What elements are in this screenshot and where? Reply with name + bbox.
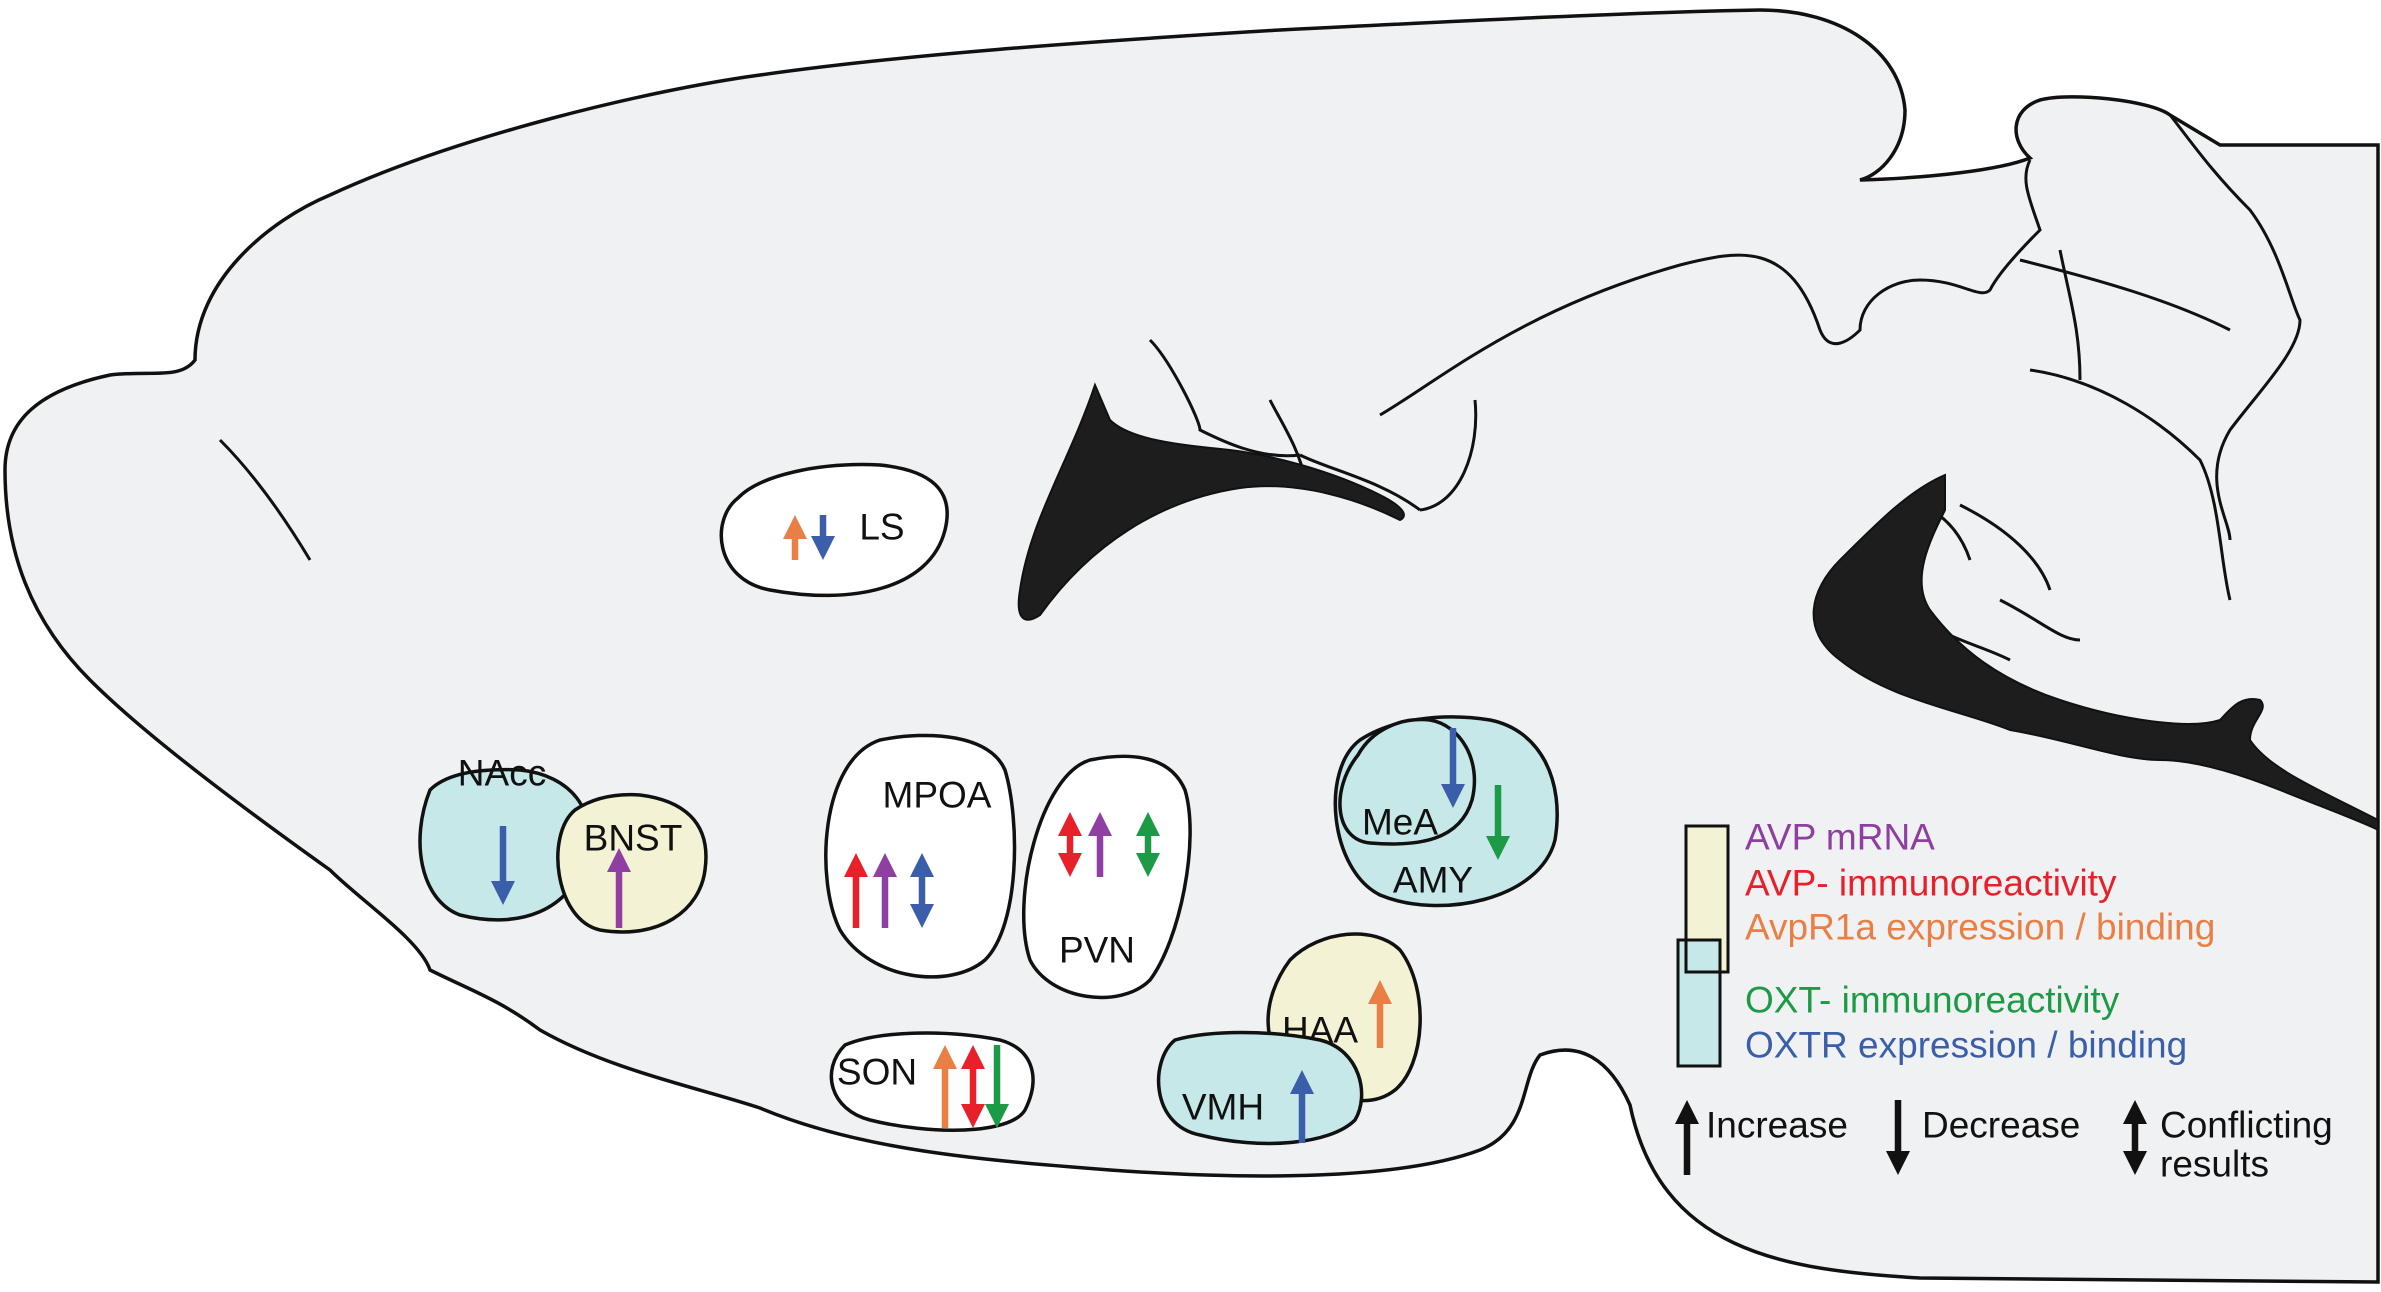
legend-item-avpr1a: AvpR1a expression / binding [1745, 907, 2215, 948]
region-pvn-arrow-1 [1058, 812, 1082, 877]
region-nacc-label: NAcc [458, 753, 546, 794]
key-decrease-arrow-head-down [1886, 1151, 1910, 1175]
region-ls-outline [719, 462, 949, 598]
key-conflicting-line2-label: results [2160, 1144, 2269, 1185]
region-amy-label: AMY [1393, 860, 1473, 901]
region-ls-arrow-2 [811, 515, 835, 560]
region-ls-arrow-1 [783, 515, 807, 560]
region-vmh-arrow-1-head-up [1290, 1070, 1314, 1094]
region-mea-arrow-1 [1441, 728, 1465, 808]
region-mea-arrow-1-head-down [1441, 784, 1465, 808]
region-pvn-label: PVN [1059, 930, 1135, 971]
region-son: SON [829, 1031, 1035, 1132]
region-haa-arrow-1-head-up [1368, 980, 1392, 1004]
region-amy-arrow-1-head-down [1486, 836, 1510, 860]
region-bnst-outline [556, 792, 708, 934]
key-decrease-arrow [1886, 1100, 1910, 1175]
key-conflicting-arrow-head-up [2123, 1100, 2147, 1124]
region-son-arrow-2 [961, 1045, 985, 1128]
region-vmh-outline [1156, 1030, 1364, 1146]
legend-item-avp-mrna: AVP mRNA [1745, 817, 1935, 858]
key-conflicting-line1-label: Conflicting [2160, 1105, 2333, 1146]
region-nacc-arrow-1 [491, 826, 515, 905]
region-mpoa-label: MPOA [883, 775, 992, 816]
region-son-arrow-3-head-down [985, 1104, 1009, 1128]
region-mpoa-arrow-1-head-up [844, 853, 868, 877]
region-ls-arrow-1-head-up [783, 515, 807, 539]
region-son-arrow-2-head-down [961, 1104, 985, 1128]
legend-item-avp-ir: AVP- immunoreactivity [1745, 863, 2117, 904]
region-pvn-arrow-3-head-down [1136, 853, 1160, 877]
region-bnst-arrow-1-head-up [607, 848, 631, 872]
region-bnst-label: BNST [584, 818, 683, 859]
region-pvn-arrow-2 [1088, 812, 1112, 877]
region-son-label: SON [837, 1052, 917, 1093]
region-mpoa-arrow-3-head-down [910, 904, 934, 928]
internal-lines [218, 114, 2302, 662]
region-ls-label: LS [859, 507, 904, 548]
region-mea: MeA [1338, 717, 1477, 846]
region-mea-label: MeA [1362, 802, 1438, 843]
legend-item-oxt-ir: OXT- immunoreactivity [1745, 980, 2120, 1021]
key-increase-label: Increase [1706, 1105, 1848, 1146]
key-increase-arrow [1675, 1100, 1699, 1175]
region-mpoa-arrow-2 [873, 853, 897, 928]
region-mpoa-arrow-2-head-up [873, 853, 897, 877]
region-pvn-arrow-2-head-up [1088, 812, 1112, 836]
region-mpoa: MPOA [824, 733, 1017, 979]
region-bnst-arrow-1 [607, 848, 631, 928]
region-pvn-arrow-1-head-up [1058, 812, 1082, 836]
region-pvn-arrow-3-head-up [1136, 812, 1160, 836]
region-haa-arrow-1 [1368, 980, 1392, 1048]
region-mpoa-arrow-3-head-up [910, 853, 934, 877]
region-vmh: VMH [1156, 1030, 1364, 1146]
region-son-arrow-1-head-up [933, 1045, 957, 1069]
region-son-arrow-1 [933, 1045, 957, 1128]
key-conflicting-arrow [2123, 1100, 2147, 1175]
region-ls: LS [719, 462, 949, 598]
region-vmh-label: VMH [1182, 1087, 1264, 1128]
region-pvn: PVN [1022, 754, 1192, 1000]
brain-outline [3, 8, 2380, 1284]
region-mpoa-outline [824, 733, 1017, 979]
region-mea-outline [1338, 717, 1477, 846]
region-son-arrow-3 [985, 1045, 1009, 1128]
region-pvn-arrow-1-head-down [1058, 853, 1082, 877]
region-nacc-arrow-1-head-down [491, 881, 515, 905]
region-son-arrow-2-head-up [961, 1045, 985, 1069]
region-ls-arrow-2-head-down [811, 536, 835, 560]
region-bnst: BNST [556, 792, 708, 934]
legend-overlap-box [1684, 938, 1722, 974]
region-nacc: NAcc [418, 753, 591, 922]
key-increase-arrow-head-up [1675, 1100, 1699, 1124]
fourth-ventricle [1812, 473, 2379, 832]
oxt-legend-box [1676, 938, 1722, 1068]
lateral-ventricle [1017, 382, 1405, 621]
region-pvn-arrow-3 [1136, 812, 1160, 877]
region-mpoa-arrow-3 [910, 853, 934, 928]
legend-item-oxtr: OXTR expression / binding [1745, 1025, 2187, 1066]
region-vmh-arrow-1 [1290, 1070, 1314, 1143]
key-decrease-label: Decrease [1922, 1105, 2080, 1146]
region-amy-arrow-1 [1486, 785, 1510, 860]
key-conflicting-arrow-head-down [2123, 1151, 2147, 1175]
region-mpoa-arrow-1 [844, 853, 868, 928]
